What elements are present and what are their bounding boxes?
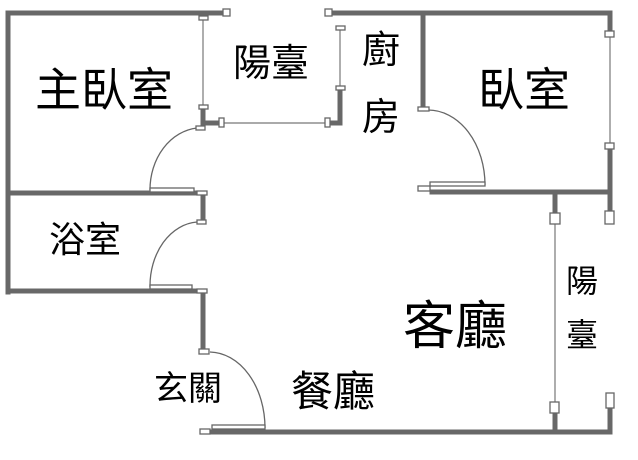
- doors: [149, 109, 486, 430]
- room-label-kitchen-1: 廚: [361, 28, 401, 72]
- room-label-dining-room: 餐廳: [290, 367, 376, 416]
- room-label-living-room: 客廳: [402, 297, 508, 357]
- room-label-balcony-top: 陽臺: [232, 41, 310, 85]
- room-label-entrance: 玄關: [154, 369, 222, 409]
- wall-markers: [195, 8, 615, 435]
- room-label-balcony-right-1: 陽: [565, 262, 599, 300]
- walls: [5, 10, 613, 435]
- room-label-kitchen-2: 房: [361, 95, 401, 139]
- windows: [202, 18, 611, 405]
- room-label-master-bedroom: 主臥室: [35, 63, 173, 117]
- room-label-bedroom: 臥室: [478, 63, 570, 117]
- room-label-balcony-right-2: 臺: [565, 316, 599, 354]
- room-label-bathroom: 浴室: [48, 220, 122, 261]
